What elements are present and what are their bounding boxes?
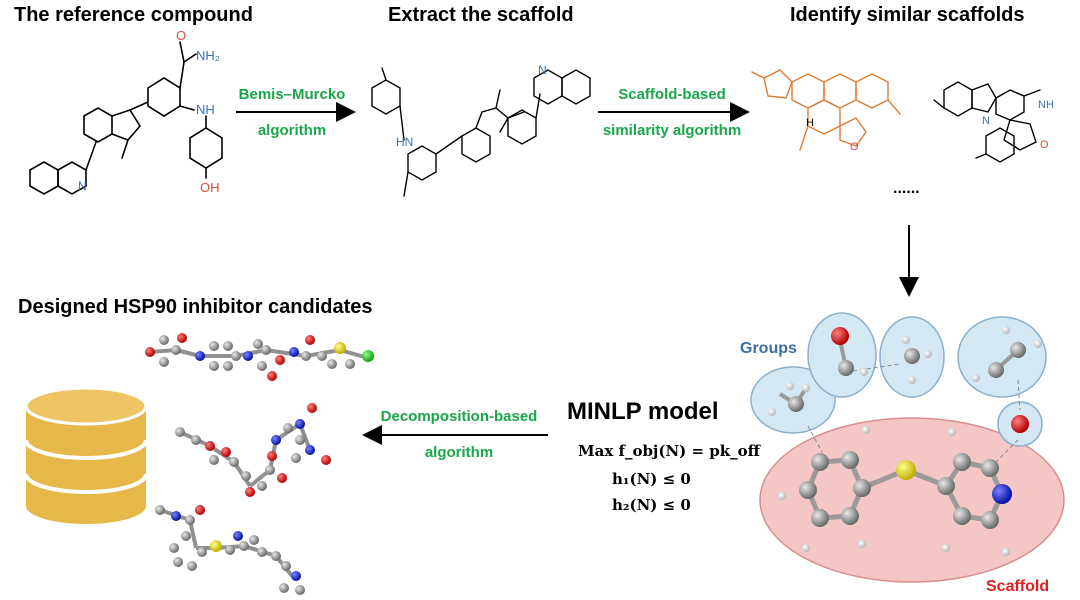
heading-identify-similar: Identify similar scaffolds	[790, 4, 1025, 26]
database-icon	[24, 386, 148, 524]
label-scaffold-based: Scaffold-based	[618, 86, 726, 103]
heading-reference-compound: The reference compound	[14, 4, 253, 26]
scaffold-atom-hn: HN	[396, 135, 413, 149]
ref-atom-nh: NH	[196, 102, 215, 117]
extracted-scaffold-structure	[371, 67, 591, 197]
label-decomposition-algorithm: algorithm	[424, 444, 494, 461]
heading-extract-scaffold: Extract the scaffold	[388, 4, 574, 26]
minlp-objective: Max f_obj(N) = pk_off	[578, 442, 760, 460]
heading-minlp-model: MINLP model	[567, 398, 719, 425]
minlp-constraint-1: h₁(N) ≤ 0	[612, 470, 691, 488]
scaffold2-atom-n: N	[982, 115, 990, 127]
label-bm-algorithm: algorithm	[257, 122, 327, 139]
reference-compound-structure	[29, 41, 223, 195]
candidate-molecule-1	[145, 333, 374, 381]
group-ellipse-4	[957, 316, 1047, 398]
similar-scaffold-1-structure	[751, 69, 901, 151]
scaffold1-atom-h: H	[806, 117, 814, 129]
label-scaffold: Scaffold	[986, 578, 1050, 595]
ellipsis-more-scaffolds: ......	[893, 180, 920, 197]
scaffold-groups-panel	[750, 312, 1065, 583]
label-bemis-murcko: Bemis–Murcko	[238, 86, 346, 103]
scaffold1-atom-o: O	[850, 141, 859, 153]
label-decomposition-based: Decomposition-based	[380, 408, 538, 425]
label-groups: Groups	[740, 340, 797, 357]
label-similarity-algorithm: similarity algorithm	[602, 122, 742, 139]
candidate-molecule-2	[175, 403, 331, 497]
heading-designed-candidates: Designed HSP90 inhibitor candidates	[18, 296, 373, 318]
ref-atom-oh: OH	[200, 180, 220, 195]
ref-atom-n-quinoline: N	[78, 179, 87, 193]
similar-scaffold-2-structure	[933, 81, 1041, 163]
scaffold2-atom-nh: NH	[1038, 99, 1054, 111]
candidate-molecule-3	[155, 505, 305, 595]
minlp-constraint-2: h₂(N) ≤ 0	[612, 496, 691, 514]
ref-atom-nh2: NH₂	[196, 48, 220, 63]
scaffold2-atom-o: O	[1040, 139, 1049, 151]
scaffold-atom-n: N	[538, 63, 547, 77]
ref-atom-o: O	[176, 28, 186, 43]
